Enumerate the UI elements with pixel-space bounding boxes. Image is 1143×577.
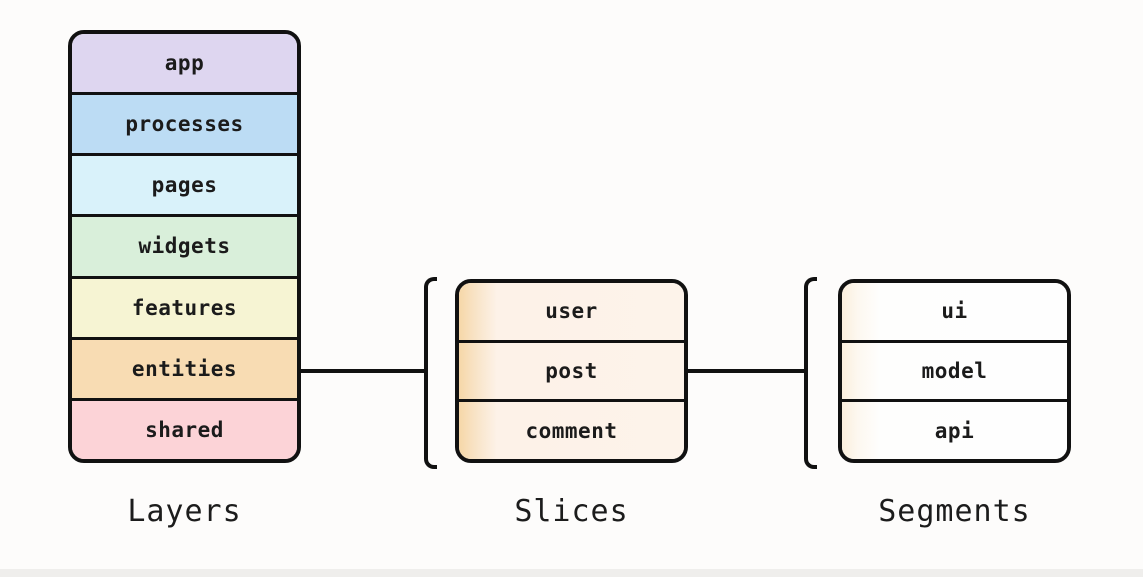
- connector-line-layers-to-slices: [299, 369, 427, 373]
- layers-stack: app processes pages widgets features ent…: [68, 30, 301, 463]
- slice-label-comment: comment: [525, 418, 618, 443]
- segments-stack: ui model api: [838, 279, 1071, 463]
- bottom-edge-strip: [0, 569, 1143, 577]
- caption-segments: Segments: [878, 494, 1031, 529]
- layer-label-shared: shared: [145, 417, 224, 442]
- caption-slices: Slices: [514, 494, 629, 529]
- segment-row-model: model: [842, 339, 1067, 400]
- layer-label-features: features: [131, 295, 238, 320]
- segment-label-ui: ui: [941, 299, 968, 324]
- layer-row-shared: shared: [72, 397, 297, 459]
- caption-layers: Layers: [127, 494, 242, 529]
- layer-label-app: app: [164, 51, 205, 76]
- slice-label-user: user: [545, 299, 598, 324]
- left-bracket-icon: [424, 277, 437, 469]
- layer-row-features: features: [72, 275, 297, 337]
- slice-label-post: post: [545, 359, 598, 383]
- slice-row-post: post: [459, 339, 684, 400]
- segment-row-ui: ui: [842, 283, 1067, 340]
- slices-stack: user post comment: [455, 279, 688, 463]
- left-bracket-icon: [804, 277, 817, 469]
- layer-row-entities: entities: [72, 336, 297, 398]
- layer-label-processes: processes: [125, 112, 244, 137]
- layer-row-pages: pages: [72, 153, 297, 215]
- segment-row-api: api: [842, 399, 1067, 459]
- layer-label-widgets: widgets: [138, 234, 231, 259]
- segment-label-api: api: [934, 418, 975, 443]
- layer-label-pages: pages: [151, 173, 218, 198]
- segment-label-model: model: [921, 359, 988, 383]
- layer-row-widgets: widgets: [72, 214, 297, 276]
- connector-line-slices-to-segments: [686, 369, 807, 373]
- layer-row-processes: processes: [72, 92, 297, 154]
- layer-label-entities: entities: [131, 356, 238, 381]
- slice-row-comment: comment: [459, 399, 684, 459]
- slice-row-user: user: [459, 283, 684, 340]
- layer-row-app: app: [72, 34, 297, 93]
